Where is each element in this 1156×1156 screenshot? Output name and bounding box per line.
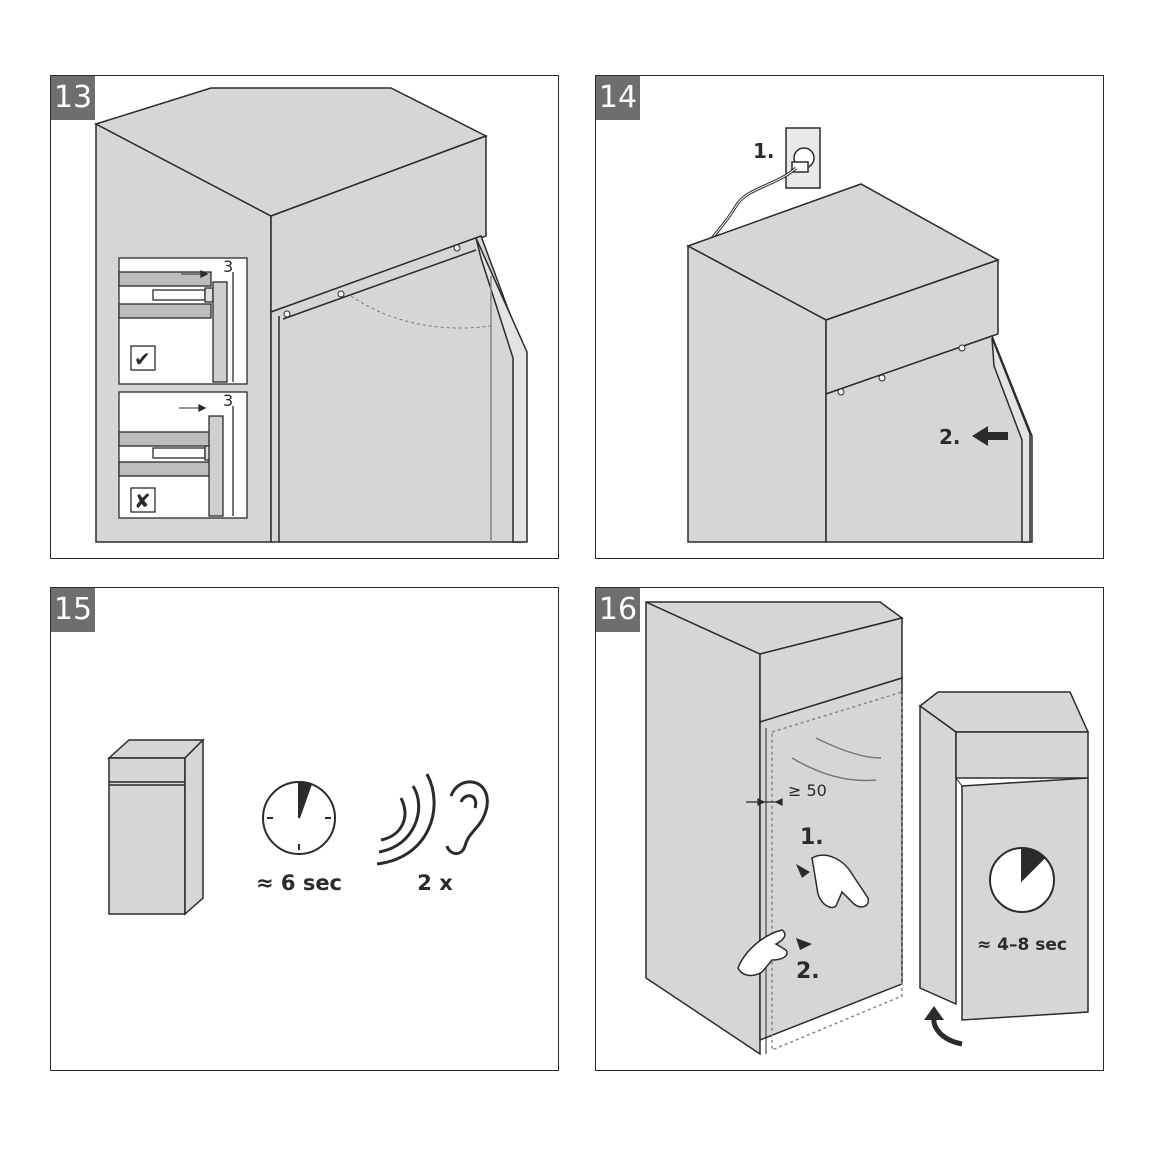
cabinet-side bbox=[645, 600, 761, 1056]
step-number: 13 bbox=[51, 76, 95, 120]
step2-label: 2. bbox=[796, 959, 820, 984]
cabinet-top bbox=[94, 87, 488, 217]
time-label: ≈ 6 sec bbox=[256, 871, 342, 895]
step-15-panel: 15 ≈ 6 sec 2 x bbox=[50, 587, 559, 1071]
detail-wrong bbox=[118, 391, 248, 519]
door-edge bbox=[991, 337, 1031, 543]
stopwatch-icon bbox=[989, 846, 1055, 913]
step-13-illustration: 3 ✔ 3 ✘ bbox=[94, 87, 528, 543]
dimension-label: 3 bbox=[223, 391, 233, 410]
arrow-left-icon bbox=[972, 426, 1008, 446]
gap-label: ≥ 50 bbox=[788, 781, 827, 800]
step-number: 15 bbox=[51, 588, 95, 632]
step-14-panel: 14 1. 2. bbox=[595, 75, 1104, 559]
step-number: 14 bbox=[596, 76, 640, 120]
dimension-label: 3 bbox=[223, 257, 233, 276]
step1-label: 1. bbox=[800, 825, 824, 850]
step-15-illustration: ≈ 6 sec 2 x bbox=[107, 738, 489, 916]
cabinet-side bbox=[919, 704, 957, 1006]
beep-count-label: 2 x bbox=[417, 871, 453, 895]
ok-icon: ✔ bbox=[134, 347, 151, 371]
hand-icon bbox=[737, 929, 788, 977]
wall-socket-icon bbox=[785, 127, 821, 189]
time-label: ≈ 4–8 sec bbox=[977, 935, 1067, 955]
hand-icon bbox=[811, 854, 870, 909]
step1-label: 1. bbox=[753, 139, 775, 163]
wrong-icon: ✘ bbox=[134, 489, 151, 513]
ear-icon bbox=[376, 773, 489, 866]
open-door-edge bbox=[475, 237, 528, 543]
appliance-icon bbox=[107, 738, 205, 916]
step-14-illustration: 1. 2. bbox=[686, 127, 1033, 543]
cabinet-front-top bbox=[825, 258, 999, 396]
step-16-panel: 16 ≥ 50 1. 2. bbox=[595, 587, 1104, 1071]
step2-label: 2. bbox=[939, 425, 961, 449]
detail-correct bbox=[118, 257, 248, 385]
cabinet-front-top bbox=[270, 134, 487, 314]
step-16-illustration: ≥ 50 1. 2. ≈ 4–8 sec bbox=[645, 600, 1090, 1056]
step-number: 16 bbox=[596, 588, 640, 632]
stopwatch-icon bbox=[262, 780, 336, 855]
step-13-panel: 13 bbox=[50, 75, 559, 559]
cabinet-front-top bbox=[955, 731, 1089, 779]
curved-arrow-icon bbox=[924, 1006, 963, 1047]
